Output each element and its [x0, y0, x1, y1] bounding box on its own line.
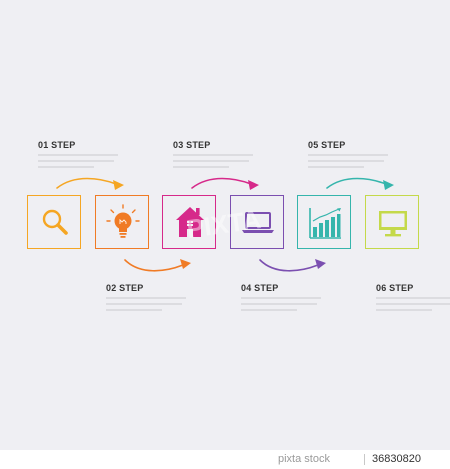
step-label-3: 03 STEP [173, 140, 211, 150]
step-label-5: 05 STEP [308, 140, 346, 150]
step-box-6 [365, 195, 419, 249]
placeholder-text-5 [308, 154, 388, 172]
arrowhead-1 [113, 180, 124, 190]
placeholder-text-4 [241, 297, 321, 315]
arrow-3-to-4 [191, 177, 252, 189]
step-box-2 [95, 195, 149, 249]
arrow-5-to-6 [326, 177, 387, 189]
step-label-4: 04 STEP [241, 283, 279, 293]
placeholder-text-6 [376, 297, 450, 315]
footer-bar: pixta stock 36830820 [0, 450, 450, 469]
arrowhead-5 [383, 180, 394, 190]
placeholder-text-2 [106, 297, 186, 315]
step-box-5 [297, 195, 351, 249]
lightbulb-icon [106, 204, 140, 238]
step-label-6: 06 STEP [376, 283, 414, 293]
watermark-text: PIXTA [185, 204, 263, 244]
bar-chart-icon [309, 208, 341, 239]
step-label-1: 01 STEP [38, 140, 76, 150]
placeholder-text-3 [173, 154, 253, 172]
arrowhead-3 [248, 180, 259, 190]
step-label-2: 02 STEP [106, 283, 144, 293]
footer-divider [364, 454, 365, 465]
image-id: 36830820 [372, 453, 421, 465]
step-box-1 [27, 195, 81, 249]
placeholder-text-1 [38, 154, 118, 172]
monitor-icon [379, 211, 407, 237]
arrow-4-to-5 [259, 259, 319, 272]
house-icon [176, 207, 204, 237]
arrow-1-to-2 [56, 177, 117, 189]
magnifier-icon [42, 209, 68, 235]
arrowhead-4 [315, 259, 326, 269]
laptop-icon [242, 212, 274, 233]
step-box-3 [162, 195, 216, 249]
brand-text: pixta stock [278, 453, 330, 465]
arrow-2-to-3 [124, 259, 184, 272]
arrowhead-2 [180, 259, 191, 269]
step-box-4 [230, 195, 284, 249]
